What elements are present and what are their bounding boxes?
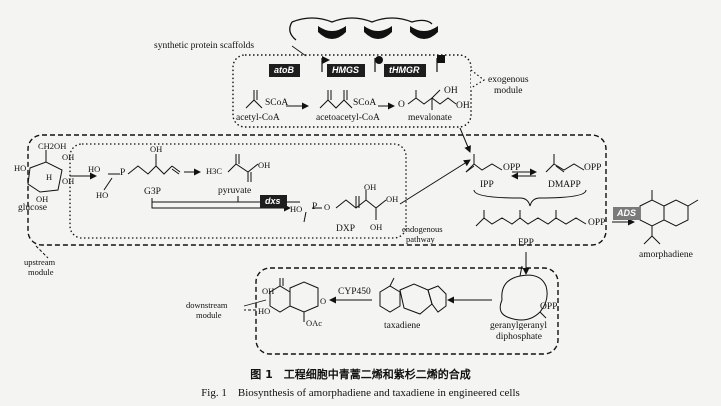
upstream-module-label-1: upstream bbox=[24, 257, 56, 267]
acetoacetyl-coa-label: acetoacetyl-CoA bbox=[316, 113, 380, 123]
scaffold-label: synthetic protein scaffolds bbox=[154, 41, 255, 51]
mevalonate-label: mevalonate bbox=[408, 113, 452, 123]
pyruvate-h3c: H3C bbox=[206, 166, 223, 176]
taxadiene-structure bbox=[379, 277, 447, 315]
g3p-structure bbox=[103, 154, 181, 191]
amorphadiene-label: amorphadiene bbox=[639, 250, 693, 260]
arrow-dxp-to-ipp bbox=[399, 159, 471, 205]
glucose-label: glucose bbox=[18, 203, 48, 213]
dxp-oh-3: OH bbox=[370, 222, 383, 232]
endogenous-label-2: pathway bbox=[406, 234, 435, 244]
fpp-label: FPP bbox=[518, 238, 534, 248]
dxp-oh-2: OH bbox=[386, 194, 399, 204]
figure-caption-en: Fig. 1 Biosynthesis of amorphadiene and … bbox=[201, 387, 520, 399]
downstream-module-label-2: module bbox=[196, 310, 222, 320]
amorphadiene-structure bbox=[639, 190, 699, 245]
mevalonate-oh-2: OH bbox=[456, 101, 470, 111]
taxadiene-label: taxadiene bbox=[384, 321, 421, 331]
dxp-o: O bbox=[324, 202, 331, 212]
pyruvate-oh: OH bbox=[258, 160, 271, 170]
dxp-p: P bbox=[312, 202, 318, 212]
figure-caption-cn: 图 1 工程细胞中青蒿二烯和紫杉二烯的合成 bbox=[250, 368, 471, 381]
exogenous-module-label-2: module bbox=[494, 86, 523, 96]
pyruvate-label: pyruvate bbox=[218, 186, 252, 196]
glucose-oh-1: OH bbox=[62, 152, 75, 162]
acetyl-coa-label: acetyl-CoA bbox=[236, 113, 280, 123]
dxp-structure bbox=[303, 190, 387, 223]
endogenous-label-1: endogenous bbox=[402, 224, 443, 234]
gene-dxs-tag: dxs bbox=[260, 195, 287, 208]
acetoacetyl-coa-scoa: SCoA bbox=[353, 98, 377, 108]
pyruvate-structure bbox=[227, 154, 259, 182]
ggpp-label-1: geranylgeranyl bbox=[490, 321, 547, 331]
upstream-module-label-2: module bbox=[28, 267, 54, 277]
upstream-pointer bbox=[35, 245, 49, 259]
dmapp-structure bbox=[545, 154, 585, 173]
g3p-oh: OH bbox=[150, 144, 163, 154]
g3p-label: G3P bbox=[144, 187, 161, 197]
taxol-oh-1: OH bbox=[262, 286, 275, 296]
gene-ads-tag: ADS bbox=[613, 207, 641, 220]
g3p-ho: HO bbox=[88, 164, 101, 174]
taxol-precursor-structure bbox=[269, 278, 319, 322]
cyp450-label: CYP450 bbox=[338, 287, 371, 297]
glucose-ch2oh: CH2OH bbox=[38, 141, 67, 151]
taxol-oac: OAc bbox=[306, 318, 323, 328]
g3p-ho-2: HO bbox=[96, 190, 109, 200]
merge-bracket bbox=[151, 198, 180, 209]
ggpp-label-2: diphosphate bbox=[496, 332, 542, 342]
mevalonate-o: O bbox=[398, 100, 405, 110]
exogenous-module-label-1: exogenous bbox=[488, 75, 529, 85]
scaffold-protein-icon bbox=[289, 17, 440, 44]
glucose-oh-2: OH bbox=[62, 176, 75, 186]
downstream-module-label-1: downstream bbox=[186, 300, 228, 310]
glucose-oh-3: OH bbox=[36, 194, 49, 204]
scaffold-pointer bbox=[291, 45, 307, 57]
glucose-structure bbox=[27, 150, 63, 193]
glucose-h: H bbox=[46, 172, 53, 182]
exogenous-module-box bbox=[232, 54, 472, 128]
endogenous-pathway-box bbox=[69, 143, 407, 239]
ipp-opp: OPP bbox=[503, 163, 521, 173]
upstream-module-box bbox=[27, 134, 607, 246]
downstream-module-box bbox=[255, 267, 559, 355]
fpp-opp: OPP bbox=[588, 218, 606, 228]
merge-brace bbox=[473, 189, 587, 207]
mevalonate-structure bbox=[407, 89, 457, 110]
acetyl-coa-scoa: SCoA bbox=[265, 98, 289, 108]
ggpp-opp: OPP bbox=[540, 302, 558, 312]
dmapp-opp: OPP bbox=[584, 163, 602, 173]
ipp-structure bbox=[465, 154, 503, 173]
taxol-ho: HO bbox=[258, 306, 271, 316]
gene-thmgr-tag: tHMGR bbox=[384, 64, 426, 77]
glucose-ho: HO bbox=[14, 163, 27, 173]
ipp-label: IPP bbox=[480, 180, 494, 190]
fpp-structure bbox=[475, 210, 587, 227]
taxol-o: O bbox=[320, 296, 327, 306]
acetyl-coa-structure bbox=[245, 90, 263, 109]
gene-hmgs-tag: HMGS bbox=[327, 64, 365, 77]
g3p-p: P bbox=[120, 168, 126, 178]
gene-atob-tag: atoB bbox=[269, 64, 300, 77]
dxp-label: DXP bbox=[336, 224, 356, 234]
dxp-ho: HO bbox=[290, 204, 303, 214]
ggpp-structure bbox=[499, 265, 548, 321]
acetoacetyl-coa-structure bbox=[319, 90, 353, 109]
arrow-mevalonate-to-ipp bbox=[459, 127, 471, 153]
dxp-oh-1: OH bbox=[364, 182, 377, 192]
mevalonate-oh-1: OH bbox=[444, 86, 458, 96]
dmapp-label: DMAPP bbox=[548, 180, 581, 190]
